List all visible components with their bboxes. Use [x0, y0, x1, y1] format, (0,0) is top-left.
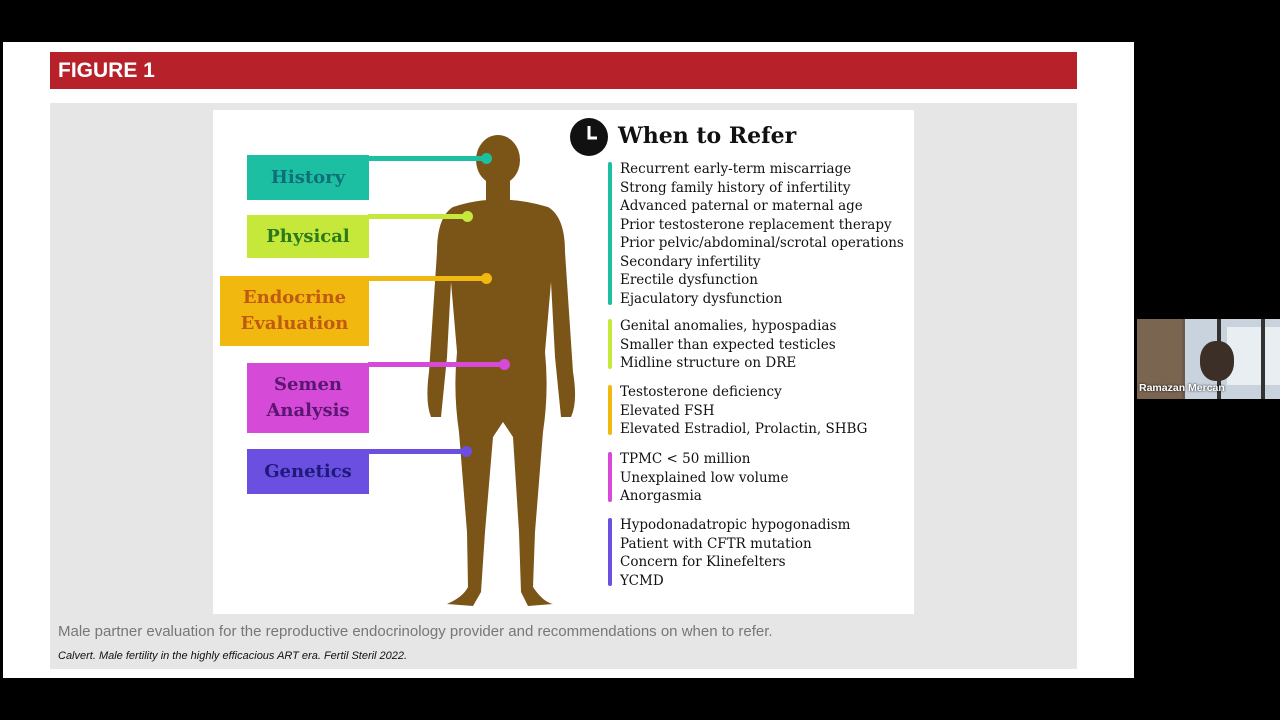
group-bar — [608, 452, 612, 502]
refer-item: Unexplained low volume — [620, 469, 789, 486]
refer-item: Prior pelvic/abdominal/scrotal operation… — [620, 235, 904, 251]
refer-item: Elevated FSH — [620, 402, 715, 419]
refer-item: Secondary infertility — [620, 253, 761, 270]
history-connector — [368, 156, 486, 161]
refer-title: When to Refer — [618, 123, 797, 149]
history-dot — [481, 153, 492, 164]
refer-item: Concern for Klinefelters — [620, 554, 786, 570]
endocrine-evaluation-label: Endocrine Evaluation — [220, 276, 369, 346]
genetics-dot — [461, 446, 472, 457]
history-label: History — [247, 155, 369, 200]
refer-item: Elevated Estradiol, Prolactin, SHBG — [620, 421, 868, 437]
refer-item: Recurrent early-term miscarriage — [620, 161, 852, 177]
semen-analysis-label: Semen Analysis — [247, 363, 369, 433]
human-silhouette — [427, 135, 576, 606]
figure-caption: Male partner evaluation for the reproduc… — [58, 623, 773, 640]
clock-icon — [570, 118, 608, 156]
group-bar — [608, 518, 612, 586]
figure-citation: Calvert. Male fertility in the highly ef… — [58, 650, 408, 662]
group-bar — [608, 162, 612, 305]
group-bar — [608, 385, 612, 435]
refer-item: Strong family history of infertility — [620, 179, 851, 196]
refer-item: Genital anomalies, hypospadias — [620, 318, 837, 334]
group-bar — [608, 319, 612, 369]
refer-item: Midline structure on DRE — [620, 355, 797, 371]
semen-dot — [499, 359, 510, 370]
participant-video-tile[interactable]: Ramazan Mercan — [1137, 319, 1280, 399]
participant-name: Ramazan Mercan — [1139, 382, 1225, 394]
refer-item: Patient with CFTR mutation — [620, 535, 812, 552]
refer-item: Erectile dysfunction — [620, 272, 758, 288]
refer-item: TPMC < 50 million — [620, 451, 751, 467]
refer-item: Smaller than expected testicles — [620, 336, 836, 353]
figure-header: FIGURE 1 — [50, 52, 1077, 89]
refer-item: Prior testosterone replacement therapy — [620, 216, 892, 233]
refer-item: Ejaculatory dysfunction — [620, 290, 783, 307]
refer-item: Testosterone deficiency — [620, 384, 782, 400]
slide: FIGURE 1 History Phy — [3, 42, 1134, 678]
endocrine-connector — [368, 276, 486, 281]
participant-avatar — [1200, 341, 1234, 381]
refer-item: YCMD — [620, 572, 664, 589]
genetics-connector — [368, 449, 466, 454]
figure-body: History Physical Endocrine Evaluation Se… — [50, 103, 1077, 669]
figure-panel: History Physical Endocrine Evaluation Se… — [213, 110, 914, 614]
refer-item: Hypodonadatropic hypogonadism — [620, 517, 851, 533]
refer-item: Advanced paternal or maternal age — [620, 198, 863, 214]
refer-item: Anorgasmia — [620, 488, 702, 504]
endocrine-dot — [481, 273, 492, 284]
semen-connector — [368, 362, 506, 367]
physical-label: Physical — [247, 215, 369, 258]
physical-connector — [368, 214, 466, 219]
genetics-label: Genetics — [247, 449, 369, 494]
physical-dot — [462, 211, 473, 222]
